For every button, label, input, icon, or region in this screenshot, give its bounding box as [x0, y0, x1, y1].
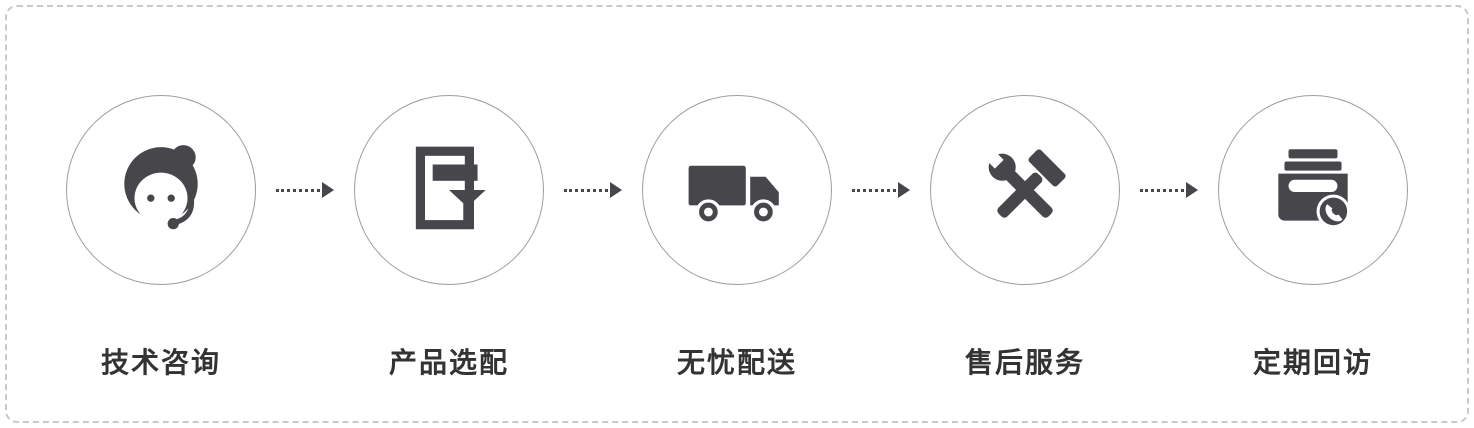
step-label: 产品选配: [388, 347, 509, 378]
step-circle: [642, 95, 832, 285]
repair-tools-icon: [983, 148, 1066, 218]
arrow-head-icon: [322, 182, 334, 198]
process-step-selection: 产品选配: [353, 95, 545, 381]
step-circle: [66, 95, 256, 285]
process-step-aftersales: 售后服务: [929, 95, 1121, 381]
arrow-connector: [564, 182, 622, 198]
product-selection-icon: [415, 146, 486, 230]
process-step-consulting: 技术咨询: [65, 95, 257, 381]
process-step-delivery: 无忧配送: [641, 95, 833, 381]
step-label: 售后服务: [964, 347, 1085, 378]
process-flow-row: 技术咨询 产品选配: [7, 7, 1467, 421]
step-circle: [354, 95, 544, 285]
dotted-line: [564, 188, 608, 192]
step-circle: [930, 95, 1120, 285]
arrow-head-icon: [1186, 182, 1198, 198]
delivery-truck-icon: [688, 165, 779, 225]
step-circle: [1218, 95, 1408, 285]
follow-up-inbox-icon: [1278, 149, 1351, 229]
dotted-line: [276, 188, 320, 192]
arrow-connector: [1140, 182, 1198, 198]
step-label: 技术咨询: [100, 347, 221, 378]
step-label: 定期回访: [1252, 347, 1373, 378]
arrow-head-icon: [610, 182, 622, 198]
arrow-connector: [276, 182, 334, 198]
dotted-line: [852, 188, 896, 192]
step-label: 无忧配送: [676, 347, 797, 378]
process-step-followup: 定期回访: [1217, 95, 1409, 381]
arrow-connector: [852, 182, 910, 198]
process-flow-panel: 技术咨询 产品选配: [5, 5, 1469, 423]
dotted-line: [1140, 188, 1184, 192]
arrow-head-icon: [898, 182, 910, 198]
customer-service-agent-icon: [124, 145, 198, 230]
